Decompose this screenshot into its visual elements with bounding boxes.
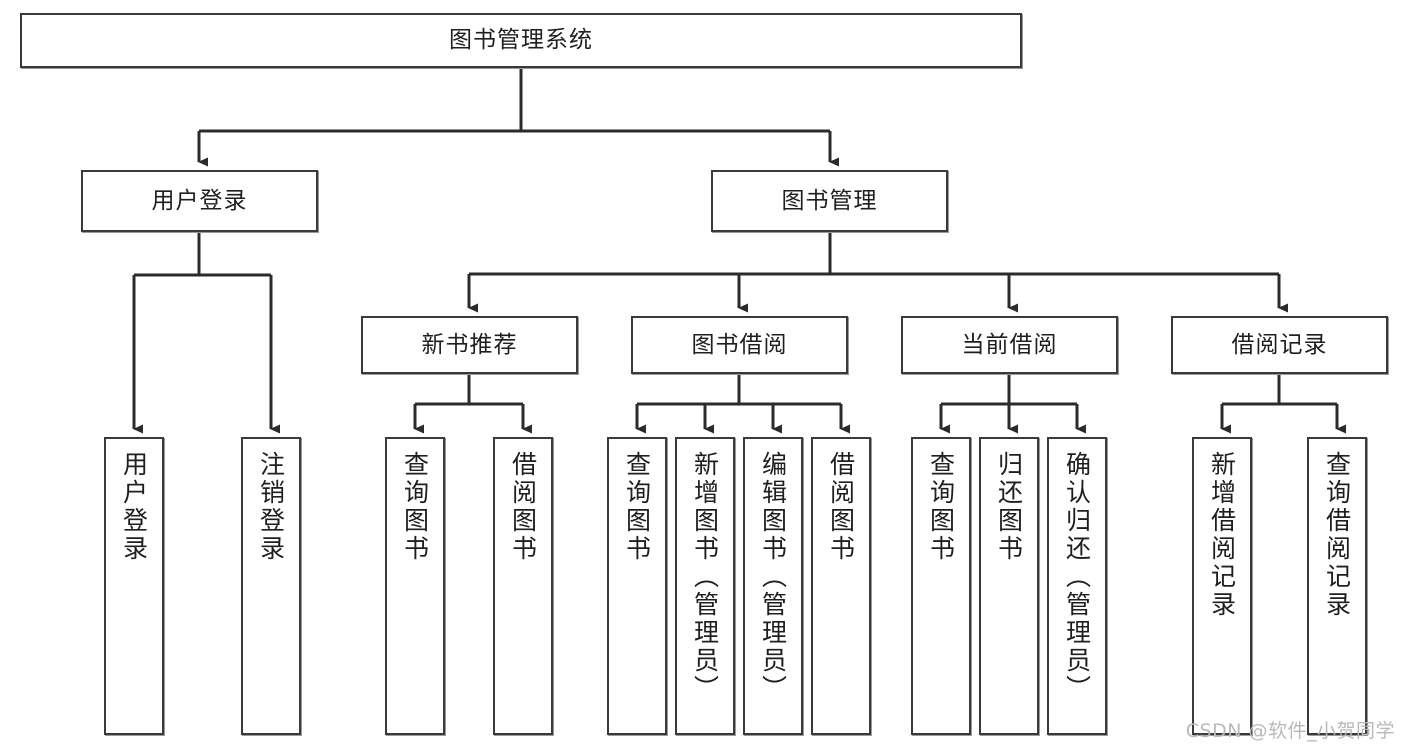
node-book-manage-label: 图书管理: [781, 187, 878, 214]
node-leaf-user-login-label: 用户登录: [119, 451, 149, 563]
node-user-login-label: 用户登录: [151, 187, 248, 214]
node-leaf-cur-return-book[interactable]: 归还图书: [979, 437, 1039, 735]
node-leaf-rec-query-record[interactable]: 查询借阅记录: [1307, 437, 1367, 735]
node-root[interactable]: 图书管理系统: [20, 13, 1022, 68]
node-leaf-rec-borrow-book[interactable]: 借阅图书: [493, 437, 553, 735]
node-leaf-cur-confirm-return-label: 确认归还（管理员）: [1062, 451, 1092, 703]
node-root-label: 图书管理系统: [449, 27, 593, 54]
node-book-borrow-label: 图书借阅: [691, 331, 788, 358]
node-leaf-borrow-add-book[interactable]: 新增图书（管理员）: [675, 437, 735, 735]
csdn-watermark: CSDN @软件_小贺同学: [1185, 720, 1395, 742]
node-book-manage[interactable]: 图书管理: [711, 170, 948, 232]
node-leaf-user-login[interactable]: 用户登录: [104, 437, 164, 735]
node-leaf-borrow-edit-book-label: 编辑图书（管理员）: [758, 451, 788, 703]
node-leaf-borrow-query-book[interactable]: 查询图书: [607, 437, 667, 735]
node-leaf-cur-query-book-label: 查询图书: [926, 451, 956, 563]
node-leaf-rec-query-record-label: 查询借阅记录: [1322, 451, 1352, 619]
node-user-login[interactable]: 用户登录: [81, 170, 318, 232]
node-new-book-rec-label: 新书推荐: [421, 331, 518, 358]
node-leaf-rec-add-record[interactable]: 新增借阅记录: [1192, 437, 1252, 735]
node-leaf-borrow-query-book-label: 查询图书: [622, 451, 652, 563]
node-leaf-borrow-borrow-book-label: 借阅图书: [826, 451, 856, 563]
node-leaf-cur-return-book-label: 归还图书: [994, 451, 1024, 563]
node-leaf-rec-query-book[interactable]: 查询图书: [385, 437, 445, 735]
node-leaf-user-logout-label: 注销登录: [256, 451, 286, 563]
node-leaf-user-logout[interactable]: 注销登录: [241, 437, 301, 735]
node-leaf-rec-borrow-book-label: 借阅图书: [508, 451, 538, 563]
node-new-book-rec[interactable]: 新书推荐: [361, 316, 578, 374]
node-book-borrow[interactable]: 图书借阅: [631, 316, 848, 374]
node-leaf-borrow-borrow-book[interactable]: 借阅图书: [811, 437, 871, 735]
node-current-borrow-label: 当前借阅: [961, 331, 1058, 358]
node-leaf-cur-query-book[interactable]: 查询图书: [911, 437, 971, 735]
node-leaf-cur-confirm-return[interactable]: 确认归还（管理员）: [1047, 437, 1107, 735]
node-borrow-record-label: 借阅记录: [1231, 331, 1328, 358]
node-leaf-rec-query-book-label: 查询图书: [400, 451, 430, 563]
node-leaf-borrow-add-book-label: 新增图书（管理员）: [690, 451, 720, 703]
node-current-borrow[interactable]: 当前借阅: [901, 316, 1118, 374]
node-leaf-borrow-edit-book[interactable]: 编辑图书（管理员）: [743, 437, 803, 735]
node-borrow-record[interactable]: 借阅记录: [1171, 316, 1388, 374]
node-leaf-rec-add-record-label: 新增借阅记录: [1207, 451, 1237, 619]
